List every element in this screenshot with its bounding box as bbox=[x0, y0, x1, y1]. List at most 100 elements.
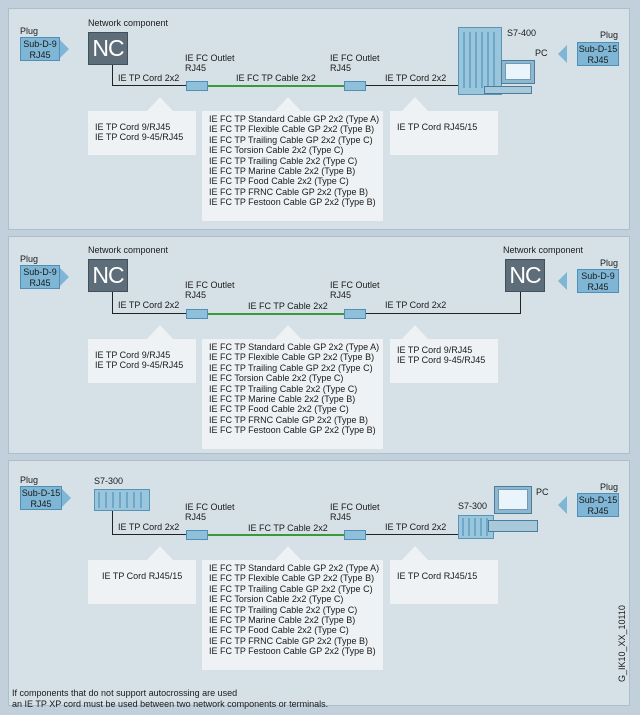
plug-arrow-icon-2 bbox=[60, 268, 69, 286]
cord-box-right: IE TP Cord RJ45/15 bbox=[390, 111, 498, 155]
outlet-label-right-2: RJ45 bbox=[330, 63, 352, 73]
cable-item-3-6: IE FC TP Marine Cable 2x2 (Type B) bbox=[209, 615, 356, 626]
plug-arrow-icon bbox=[60, 40, 69, 58]
cable-item-9: IE FC TP Festoon Cable GP 2x2 (Type B) bbox=[209, 197, 376, 208]
outlet-label-left-3-2: RJ45 bbox=[185, 512, 207, 522]
cable-list-box-3: IE FC TP Standard Cable GP 2x2 (Type A) … bbox=[202, 560, 383, 670]
cable-item-2-2: IE FC TP Flexible Cable GP 2x2 (Type B) bbox=[209, 352, 375, 363]
outlet-label-left-2: RJ45 bbox=[185, 63, 207, 73]
plug-arrow-right-icon-2 bbox=[558, 272, 567, 290]
cable-item-7: IE FC TP Food Cable 2x2 (Type C) bbox=[209, 176, 349, 187]
pc-screen bbox=[505, 63, 531, 80]
figure-code: G_IK10_XX_10110 bbox=[617, 605, 627, 682]
cable-item-4: IE FC Torsion Cable 2x2 (Type C) bbox=[209, 145, 344, 156]
cord-wire-right-2 bbox=[366, 313, 520, 314]
plug-right-2-line1: Sub-D-9 bbox=[581, 271, 615, 281]
plug-label-right: Plug bbox=[600, 30, 619, 40]
plug-left-3-line2: RJ45 bbox=[30, 498, 52, 509]
plug-right-3-line2: RJ45 bbox=[587, 505, 609, 516]
cable-item-3: IE FC TP Trailing Cable GP 2x2 (Type C) bbox=[209, 134, 373, 145]
plug-arrow-icon-3 bbox=[62, 489, 71, 507]
cable-item-3-5: IE FC TP Trailing Cable 2x2 (Type C) bbox=[209, 604, 358, 615]
footnote-line1: If components that do not support autocr… bbox=[12, 688, 238, 698]
fc-cable-label-3: IE FC TP Cable 2x2 bbox=[248, 523, 328, 533]
cord-wire-left-h-2 bbox=[112, 313, 188, 314]
cord-wire-right bbox=[366, 85, 462, 86]
cable-item-3-8: IE FC TP FRNC Cable GP 2x2 (Type B) bbox=[209, 635, 369, 646]
cord-box-right-2-1: IE TP Cord 9/RJ45 bbox=[397, 345, 473, 355]
plug-left-3-line1: Sub-D-15 bbox=[21, 488, 61, 498]
pc-screen-3 bbox=[498, 489, 528, 510]
outlet-right-icon-2 bbox=[344, 309, 366, 319]
outlet-label-left-2-2: RJ45 bbox=[185, 290, 207, 300]
callout-middle-pointer-3 bbox=[275, 546, 301, 560]
cord-box-right-3-1: IE TP Cord RJ45/15 bbox=[397, 571, 478, 581]
fc-cable-label-2: IE FC TP Cable 2x2 bbox=[248, 301, 328, 311]
cable-item-8: IE FC TP FRNC Cable GP 2x2 (Type B) bbox=[209, 186, 369, 197]
outlet-left-icon-3 bbox=[186, 530, 208, 540]
callout-left-pointer-3 bbox=[147, 546, 173, 560]
outlet-label-left-1: IE FC Outlet bbox=[185, 53, 235, 63]
footnote-line2: an IE TP XP cord must be used between tw… bbox=[12, 699, 329, 709]
cord-wire-left-h-3 bbox=[112, 534, 188, 535]
cable-item-2-9: IE FC TP Festoon Cable GP 2x2 (Type B) bbox=[209, 425, 376, 436]
s7-300-left-label: S7-300 bbox=[94, 476, 124, 486]
cord-box-left-2: IE TP Cord 9/RJ45 IE TP Cord 9-45/RJ45 bbox=[88, 339, 196, 383]
cord-wire-left bbox=[112, 65, 113, 86]
cord-box-left-3-1: IE TP Cord RJ45/15 bbox=[102, 571, 183, 581]
cord-label-left: IE TP Cord 2x2 bbox=[118, 73, 180, 83]
plug-right-line1: Sub-D-15 bbox=[578, 44, 618, 54]
outlet-label-right-3-2: RJ45 bbox=[330, 512, 352, 522]
cord-box-right-1: IE TP Cord RJ45/15 bbox=[397, 122, 478, 132]
cord-box-right-2-2: IE TP Cord 9-45/RJ45 bbox=[397, 355, 486, 366]
network-component-label: Network component bbox=[88, 18, 169, 28]
cord-label-left-3: IE TP Cord 2x2 bbox=[118, 522, 180, 532]
cord-wire-left-2 bbox=[112, 292, 113, 314]
nc-box-left-2: NC bbox=[88, 259, 128, 292]
plug-label-right-2: Plug bbox=[600, 258, 619, 268]
fc-cable-wire bbox=[208, 85, 346, 87]
outlet-left-icon bbox=[186, 81, 208, 91]
cable-item-2-5: IE FC TP Trailing Cable 2x2 (Type C) bbox=[209, 383, 358, 394]
plug-right-3-line1: Sub-D-15 bbox=[578, 495, 618, 505]
plug-arrow-right-icon bbox=[558, 45, 567, 63]
plug-label-left: Plug bbox=[20, 26, 39, 36]
s7-400-label: S7-400 bbox=[507, 28, 537, 38]
outlet-label-left-2-1: IE FC Outlet bbox=[185, 280, 235, 290]
cable-item-3-2: IE FC TP Flexible Cable GP 2x2 (Type B) bbox=[209, 573, 375, 584]
outlet-label-right-2-2: RJ45 bbox=[330, 290, 352, 300]
outlet-right-icon bbox=[344, 81, 366, 91]
cord-box-right-3: IE TP Cord RJ45/15 bbox=[390, 560, 498, 604]
cable-item-2-4: IE FC Torsion Cable 2x2 (Type C) bbox=[209, 373, 344, 384]
cord-box-left: IE TP Cord 9/RJ45 IE TP Cord 9-45/RJ45 bbox=[88, 111, 196, 155]
outlet-label-right-3-1: IE FC Outlet bbox=[330, 502, 380, 512]
cable-list-box-2: IE FC TP Standard Cable GP 2x2 (Type A) … bbox=[202, 339, 383, 449]
cord-wire-right-v-2 bbox=[520, 292, 521, 314]
outlet-label-left-3-1: IE FC Outlet bbox=[185, 502, 235, 512]
fc-cable-wire-3 bbox=[208, 534, 346, 536]
cable-item-2-6: IE FC TP Marine Cable 2x2 (Type B) bbox=[209, 394, 356, 405]
plug-left-2-line2: RJ45 bbox=[29, 277, 51, 288]
cord-label-right: IE TP Cord 2x2 bbox=[385, 73, 447, 83]
callout-left-pointer-2 bbox=[147, 325, 173, 339]
network-component-label-2: Network component bbox=[88, 245, 169, 255]
cable-item-2-3: IE FC TP Trailing Cable GP 2x2 (Type C) bbox=[209, 362, 373, 373]
callout-right-pointer bbox=[402, 97, 428, 111]
fc-cable-wire-2 bbox=[208, 313, 346, 315]
outlet-right-icon-3 bbox=[344, 530, 366, 540]
s7-300-left-slots bbox=[98, 492, 146, 508]
footnote: If components that do not support autocr… bbox=[12, 688, 328, 710]
callout-right-pointer-3 bbox=[402, 546, 428, 560]
cord-wire-left-h bbox=[112, 85, 188, 86]
s7-300-right-slots bbox=[462, 518, 490, 536]
cable-item-3-3: IE FC TP Trailing Cable GP 2x2 (Type C) bbox=[209, 583, 373, 594]
nc-box: NC bbox=[88, 32, 128, 65]
fc-cable-label: IE FC TP Cable 2x2 bbox=[236, 73, 316, 83]
